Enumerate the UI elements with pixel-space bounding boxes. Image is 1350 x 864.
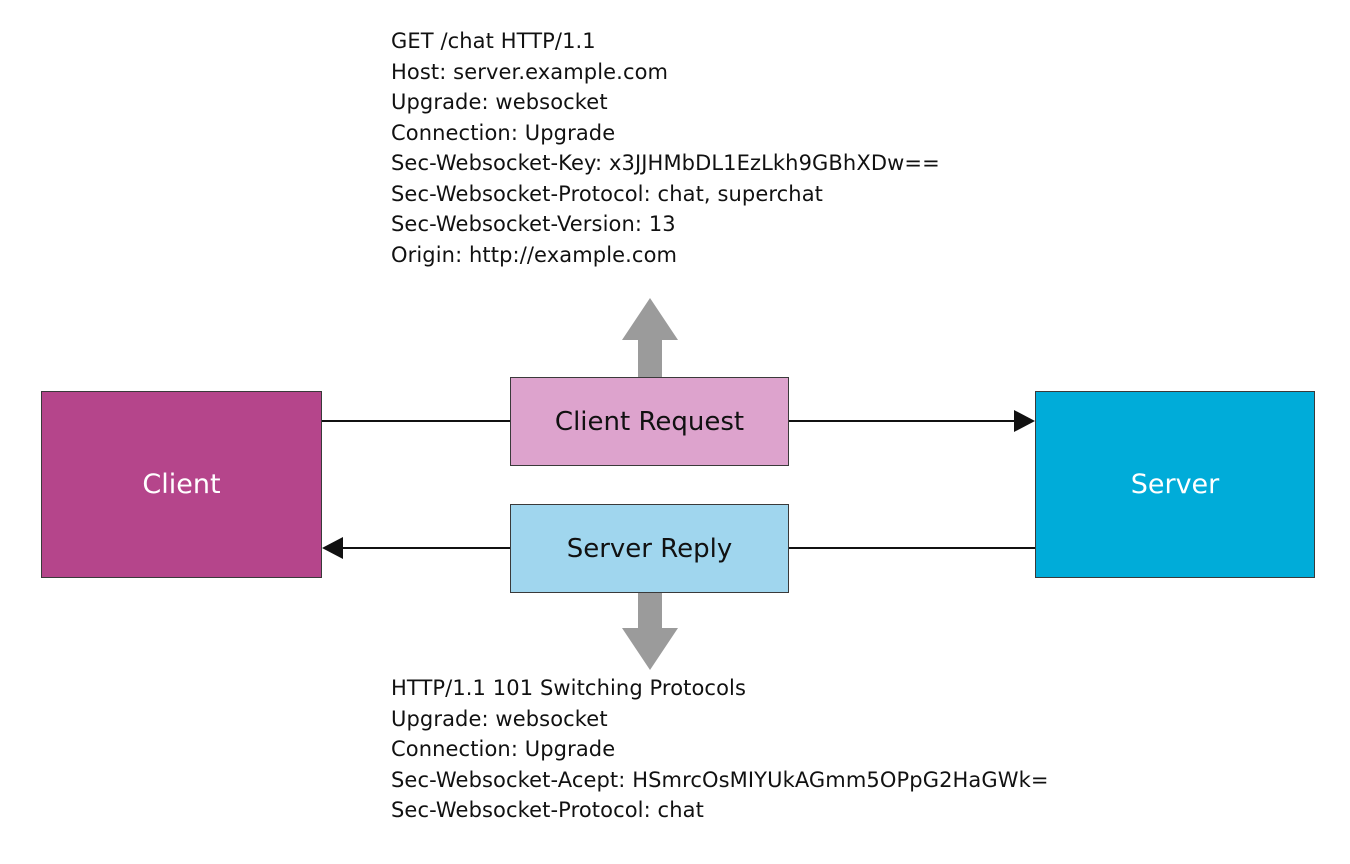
client-label: Client [142,469,221,500]
client-node: Client [41,391,322,578]
request-header-line: Sec-Websocket-Protocol: chat, superchat [391,181,824,206]
request-up-arrow [622,298,678,377]
request-header-line: Sec-Websocket-Version: 13 [391,212,676,236]
reply-arrowhead [322,537,343,559]
request-header-line: Host: server.example.com [391,59,669,84]
client-request-box: Client Request [510,377,789,466]
server-reply-box: Server Reply [510,504,789,593]
response-header-line: Sec-Websocket-Protocol: chat [391,798,704,822]
request-arrowhead [1014,410,1035,432]
response-header-line: Sec-Websocket-Acept: HSmrcOsMIYUkAGmm5OP… [391,767,1049,792]
request-header-line: Connection: Upgrade [391,120,616,145]
response-header-line: Upgrade: websocket [391,706,608,731]
request-header-line: Origin: http://example.com [391,242,678,267]
server-reply-label: Server Reply [566,533,733,564]
reply-down-arrow [622,593,678,670]
response-header-line: HTTP/1.1 101 Switching Protocols [391,676,746,700]
request-header-line: Sec-Websocket-Key: x3JJHMbDL1EzLkh9GBhXD… [391,151,940,175]
client-request-label: Client Request [554,406,745,437]
server-node: Server [1035,391,1315,578]
server-label: Server [1130,469,1220,500]
request-header-line: GET /chat HTTP/1.1 [391,29,596,53]
response-header-line: Connection: Upgrade [391,737,616,761]
request-headers: GET /chat HTTP/1.1 Host: server.example.… [391,26,940,270]
response-headers: HTTP/1.1 101 Switching Protocols Upgrade… [391,673,1049,826]
request-header-line: Upgrade: websocket [391,90,608,114]
